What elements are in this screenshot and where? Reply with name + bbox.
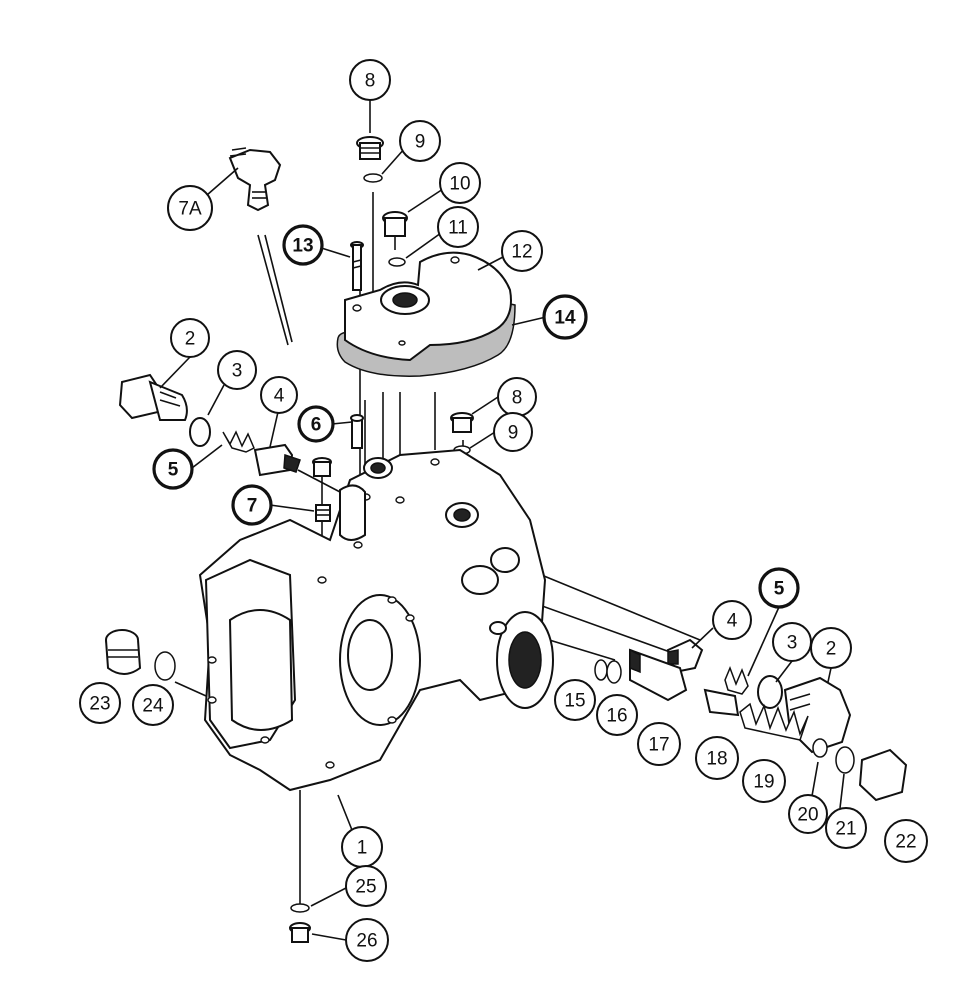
callout-4-left: 4 [260, 376, 298, 414]
part-2-left-plug [118, 373, 188, 421]
callout-label: 21 [835, 819, 856, 840]
callout-3-left: 3 [217, 350, 257, 390]
callout-8-top: 8 [349, 59, 391, 101]
callout-12: 12 [501, 230, 543, 272]
part-6-setscrew [312, 457, 332, 477]
callout-9-mid: 9 [493, 412, 533, 452]
callout-18: 18 [695, 736, 739, 780]
callout-label: 14 [554, 308, 576, 329]
callout-20: 20 [788, 794, 828, 834]
callout-label: 20 [797, 805, 818, 826]
callout-label: 4 [274, 386, 285, 407]
callout-2-right: 2 [810, 627, 852, 669]
callouts: 8 9 7A 10 11 13 12 14 [79, 59, 928, 962]
callout-label: 25 [355, 877, 376, 898]
callout-21: 21 [825, 807, 867, 849]
callout-3-right: 3 [772, 622, 812, 662]
callout-label: 4 [727, 611, 738, 632]
callout-label: 11 [448, 218, 468, 239]
callout-label: 16 [606, 706, 627, 727]
callout-24: 24 [132, 684, 174, 726]
callout-7a: 7A [167, 185, 213, 231]
callout-7: 7 [231, 484, 273, 526]
callout-19: 19 [742, 759, 786, 803]
part-16-ring [606, 660, 622, 684]
callout-1: 1 [341, 826, 383, 868]
part-8-mid-plug [450, 412, 474, 433]
callout-label: 9 [508, 423, 519, 444]
callout-15: 15 [554, 679, 596, 721]
part-13-bolt [350, 241, 364, 291]
callout-label: 7 [247, 496, 258, 517]
callout-label: 15 [564, 691, 585, 712]
callout-22: 22 [884, 819, 928, 863]
callout-label: 12 [511, 242, 532, 263]
callout-11: 11 [437, 206, 479, 248]
callout-label: 13 [292, 236, 313, 257]
callout-9-top: 9 [399, 120, 441, 162]
part-23-plug [105, 629, 142, 675]
callout-label: 8 [365, 71, 376, 92]
part-4-left-valve [253, 443, 301, 477]
callout-label: 7A [178, 199, 202, 220]
callout-label: 17 [648, 735, 669, 756]
part-5-right-spring [724, 665, 749, 695]
callout-label: 22 [895, 832, 916, 853]
callout-label: 2 [826, 639, 837, 660]
part-9-top-oring [363, 173, 383, 183]
part-11-oring [388, 257, 406, 267]
part-3-left-oring [189, 417, 211, 447]
callout-label: 3 [787, 633, 798, 654]
callout-5-left: 5 [152, 448, 194, 490]
part-19-spring [739, 702, 809, 741]
part-26-plug [289, 922, 311, 943]
callout-4-right: 4 [712, 600, 752, 640]
part-18-poppet [703, 688, 740, 717]
callout-label: 5 [774, 579, 785, 600]
callout-14: 14 [542, 294, 588, 340]
callout-label: 5 [168, 460, 179, 481]
callout-17: 17 [637, 722, 681, 766]
part-7a-elbow-fitting [228, 147, 282, 212]
callout-6: 6 [297, 405, 335, 443]
callout-label: 26 [356, 931, 377, 952]
callout-label: 10 [449, 174, 470, 195]
part-10-plug [382, 211, 408, 237]
callout-10: 10 [439, 162, 481, 204]
part-20-shim [812, 738, 828, 758]
part-25-oring [290, 903, 310, 913]
callout-8-mid: 8 [497, 377, 537, 417]
callout-label: 8 [512, 388, 523, 409]
callout-label: 24 [142, 696, 164, 717]
callout-label: 18 [706, 749, 727, 770]
part-7-setscrew [315, 504, 331, 522]
part-13-lower-screw [350, 414, 364, 449]
part-24-oring [154, 651, 176, 681]
callout-label: 2 [185, 329, 196, 350]
part-12-cover [344, 251, 512, 362]
callout-5-right: 5 [758, 567, 800, 609]
callout-13: 13 [282, 224, 324, 266]
part-17-spool [629, 648, 688, 702]
callout-26: 26 [345, 918, 389, 962]
callout-label: 23 [89, 694, 110, 715]
part-8-top-plug [356, 136, 384, 160]
callout-25: 25 [345, 865, 387, 907]
callout-label: 3 [232, 361, 243, 382]
callout-16: 16 [596, 694, 638, 736]
part-4-right-valve [666, 638, 704, 674]
part-15-ring [594, 659, 608, 681]
part-22-plug [858, 748, 908, 802]
callout-label: 9 [415, 132, 426, 153]
callout-label: 6 [311, 415, 322, 436]
callout-label: 1 [357, 838, 368, 859]
callout-23: 23 [79, 682, 121, 724]
callout-2-left: 2 [170, 318, 210, 358]
part-21-oring [835, 746, 855, 774]
part-1-pump-housing [198, 448, 554, 792]
part-5-left-spring [222, 430, 255, 453]
callout-label: 19 [753, 772, 774, 793]
part-3-right-oring [757, 675, 783, 709]
